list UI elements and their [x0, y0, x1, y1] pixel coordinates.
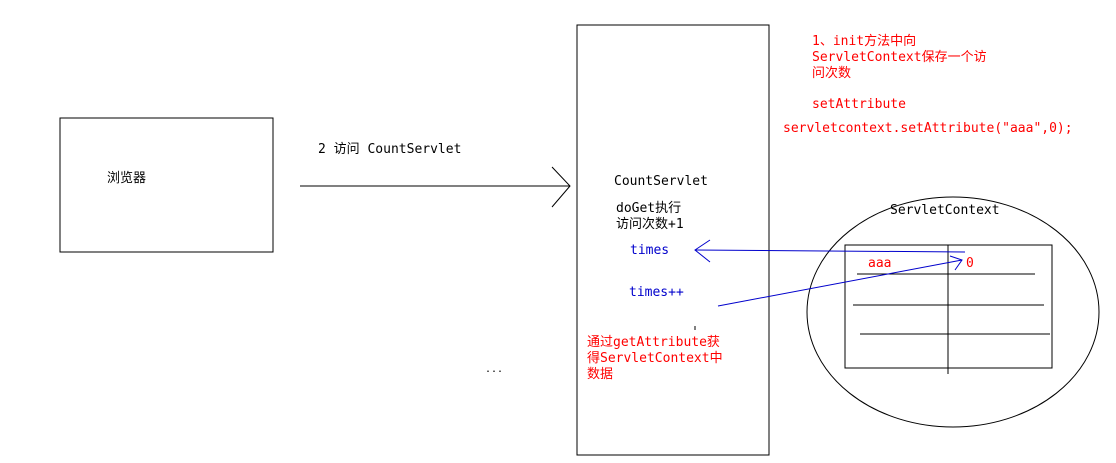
context-ellipse: [806, 196, 1100, 428]
browser-box: [59, 117, 274, 253]
init-note-line1: 1、init方法中向: [812, 33, 916, 49]
read-arrow-line: [694, 249, 966, 253]
init-note-line5: servletcontext.setAttribute("aaa",0);: [783, 121, 1073, 136]
get-note-line1: 通过getAttribute获: [587, 335, 720, 350]
servlet-title: CountServlet: [614, 174, 708, 189]
servlet-times: times: [630, 243, 669, 258]
get-note-line3: 数据: [587, 367, 613, 382]
request-arrow-head: [551, 166, 571, 208]
write-arrow-head: [949, 255, 963, 271]
servlet-doget: doGet执行: [616, 201, 681, 216]
get-note-line2: 得ServletContext中: [587, 350, 723, 366]
context-title: ServletContext: [890, 203, 1000, 218]
context-value: 0: [966, 256, 974, 271]
init-note-line2: ServletContext保存一个访: [812, 50, 987, 65]
write-arrow-line: [717, 259, 963, 307]
init-note-line3: 问次数: [812, 65, 851, 81]
servlet-box: [576, 24, 770, 456]
stray-dots: ...: [485, 364, 503, 375]
request-arrow-label: 2 访问 CountServlet: [318, 142, 461, 157]
servlet-count: 访问次数+1: [616, 216, 684, 232]
init-note-line4: setAttribute: [812, 97, 906, 112]
read-arrow-head: [694, 239, 711, 263]
context-key: aaa: [868, 256, 891, 271]
browser-label: 浏览器: [107, 170, 146, 186]
get-note-bg: [580, 330, 740, 382]
servlet-times-inc: times++: [629, 285, 684, 300]
